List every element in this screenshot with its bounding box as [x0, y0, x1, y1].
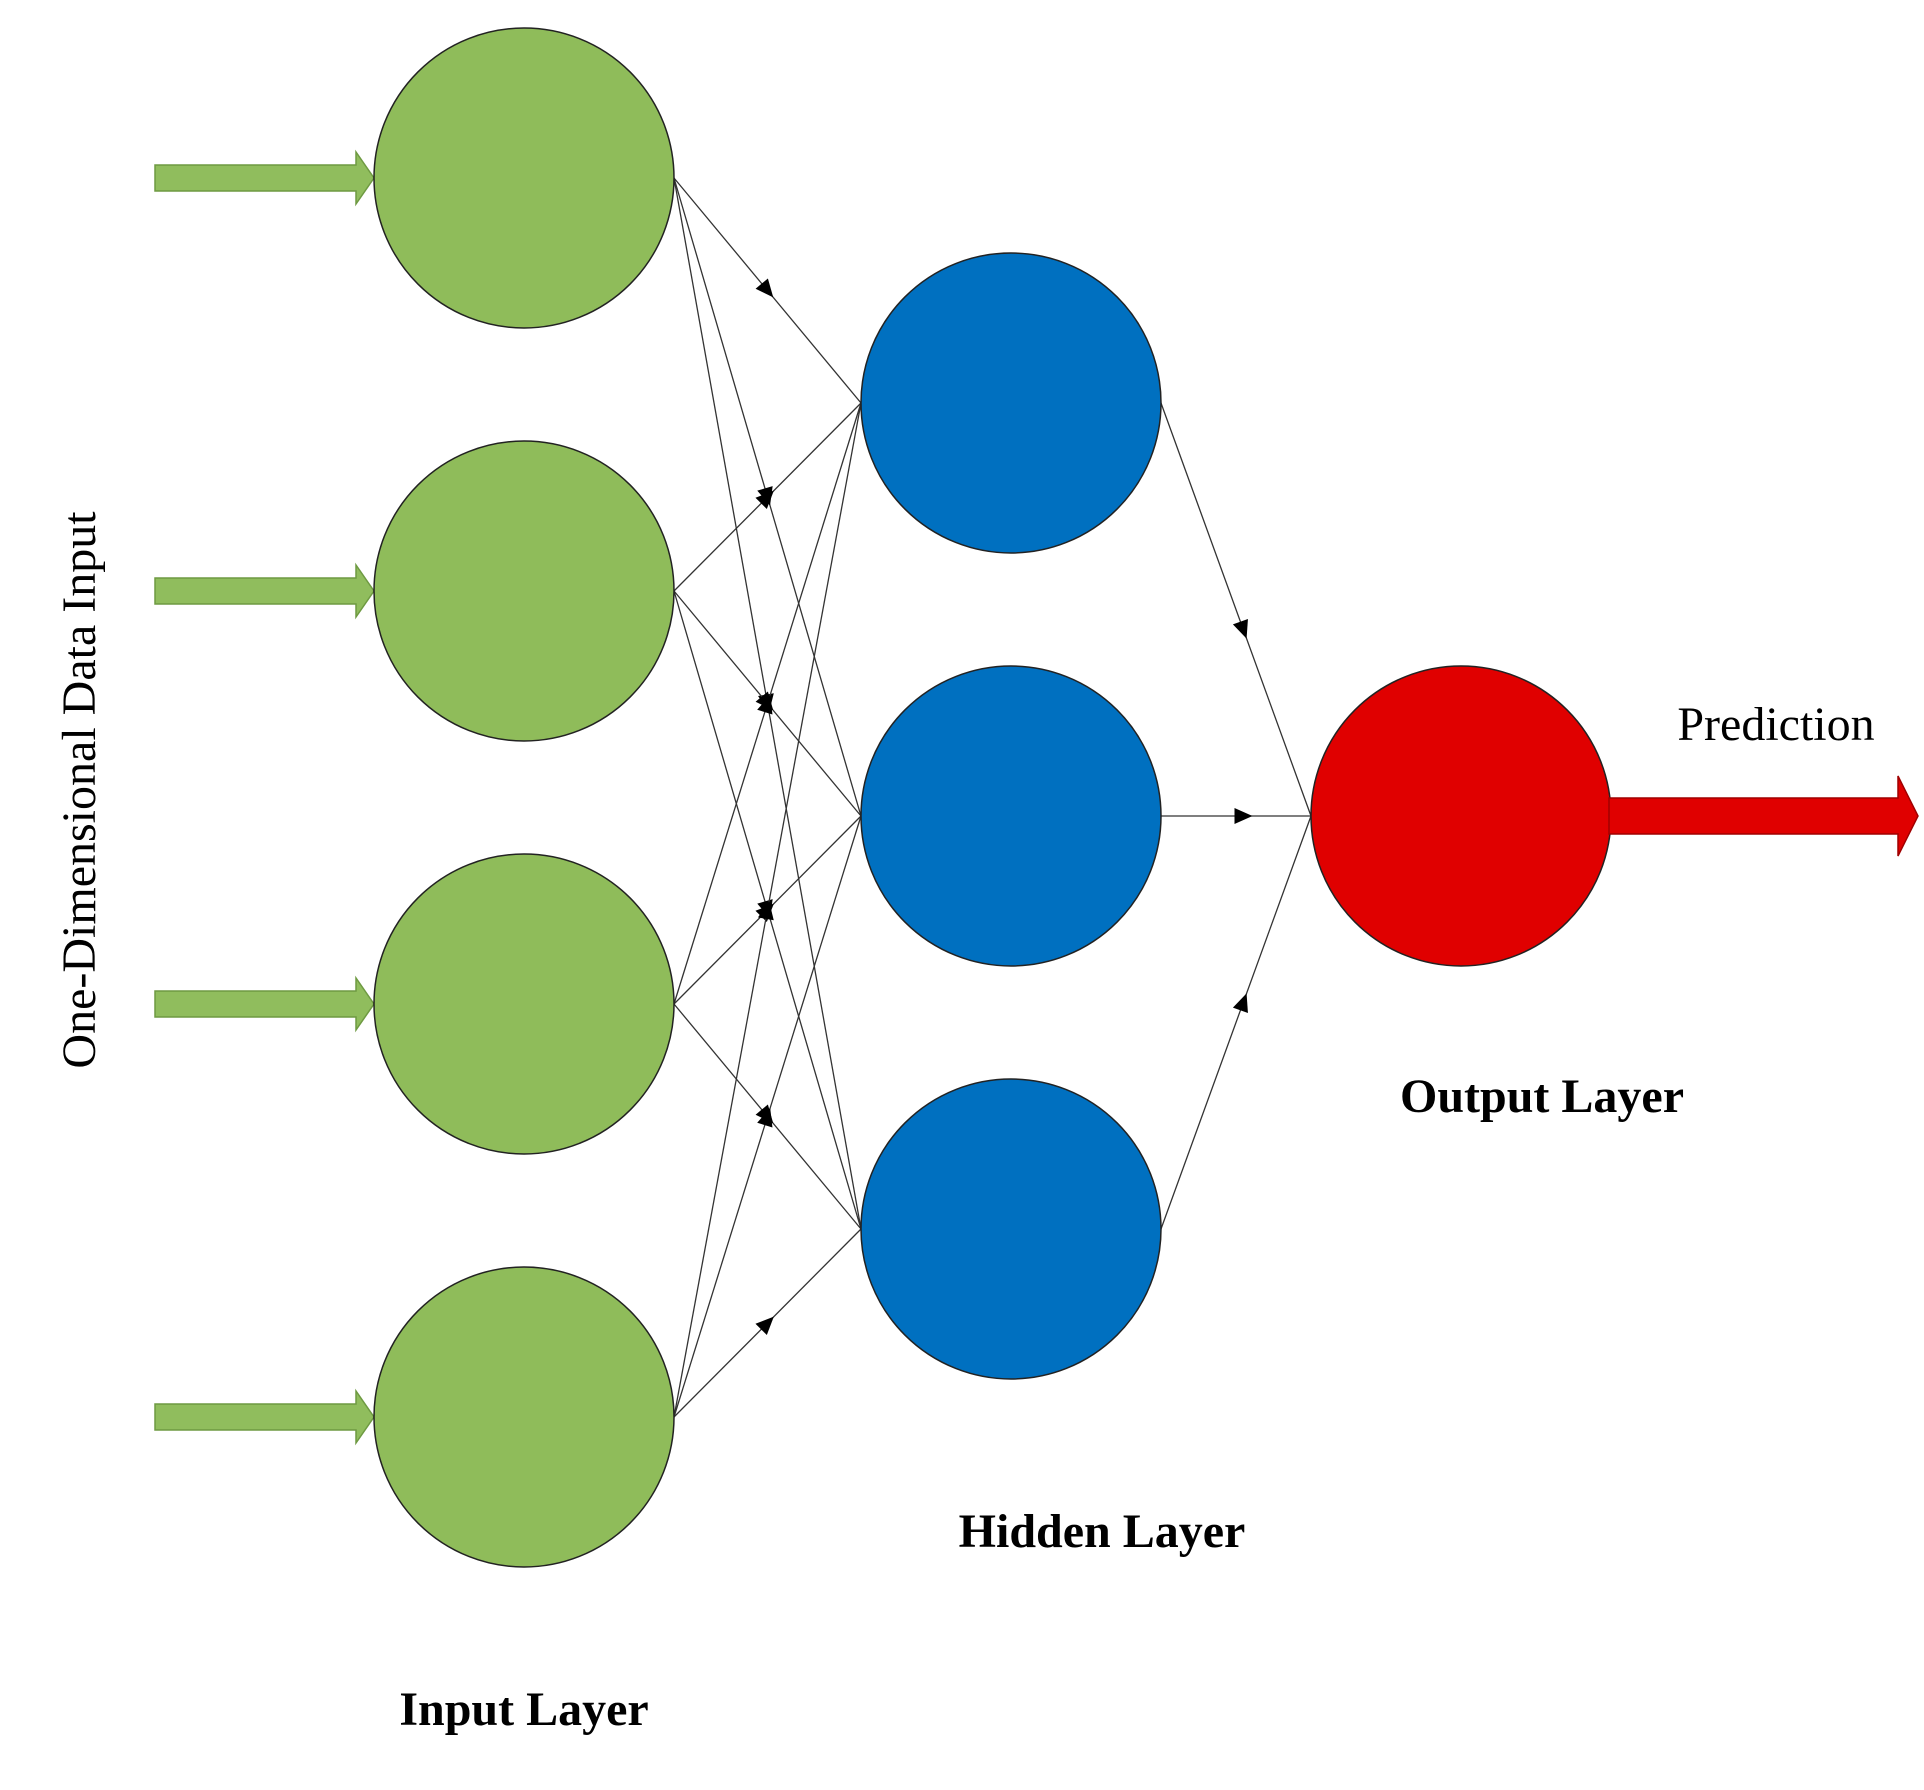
edge-hidden3-output: [1160, 815, 1312, 1230]
arrowhead: [1232, 993, 1248, 1014]
arrowhead: [757, 1107, 773, 1128]
edge-hidden1-output: [1160, 402, 1312, 817]
arrowhead: [755, 1316, 774, 1336]
hidden-layer-label: Hidden Layer: [959, 1505, 1246, 1558]
prediction-label: Prediction: [1677, 698, 1874, 751]
connections: [673, 177, 1312, 1418]
hidden-node-3: [860, 1078, 1162, 1380]
output-node: [1310, 665, 1612, 967]
input-arrow-1: [154, 149, 375, 207]
arrowhead: [755, 278, 774, 298]
hidden-node-2: [860, 665, 1162, 967]
input-arrows: [154, 149, 375, 1446]
output-layer-label: Output Layer: [1400, 1070, 1684, 1123]
input-arrow-4: [154, 1388, 375, 1446]
arrowhead: [1232, 618, 1248, 639]
input-arrow-3: [154, 975, 375, 1033]
input-arrow-2: [154, 562, 375, 620]
input-node-3: [373, 853, 675, 1155]
input-node-1: [373, 27, 675, 329]
arrowhead: [757, 694, 773, 715]
input-layer-label: Input Layer: [399, 1683, 648, 1736]
nodes: [373, 27, 1612, 1568]
output-arrow: [1608, 775, 1919, 857]
input-node-2: [373, 440, 675, 742]
input-node-4: [373, 1266, 675, 1568]
arrowhead: [755, 490, 774, 510]
side-input-label: One-Dimensional Data Input: [53, 511, 106, 1069]
hidden-node-1: [860, 252, 1162, 554]
prediction-arrow: [1608, 775, 1919, 857]
arrowhead: [1234, 808, 1253, 824]
arrowhead: [758, 901, 774, 921]
